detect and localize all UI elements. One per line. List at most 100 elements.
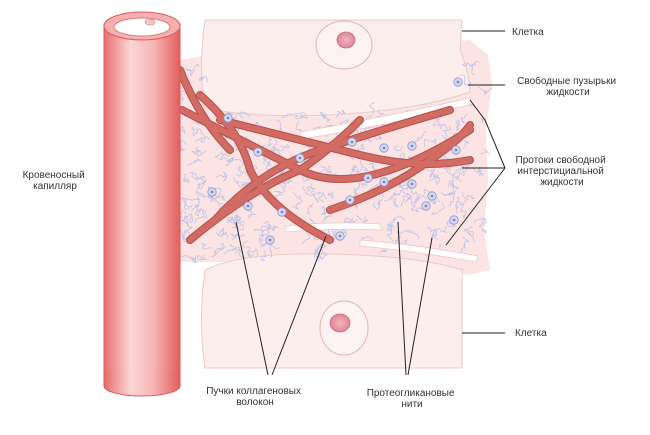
proteoglycan-filament	[335, 109, 346, 119]
fluid-vesicles	[207, 77, 463, 245]
fluid-vesicle-core	[410, 144, 414, 148]
proteoglycan-filament	[426, 227, 435, 241]
proteoglycan-filament	[413, 194, 428, 207]
proteoglycan-filament	[201, 243, 213, 250]
fluid-vesicle-core	[268, 238, 272, 242]
proteoglycan-filament	[460, 203, 467, 219]
proteoglycan-filament	[449, 181, 459, 190]
proteoglycan-filament	[462, 236, 470, 249]
proteoglycan-filament	[430, 228, 438, 241]
proteoglycan-filament	[466, 230, 476, 242]
proteoglycan-filament	[247, 248, 259, 258]
proteoglycan-filament	[368, 101, 375, 114]
proteoglycan-filament	[230, 233, 239, 241]
proteoglycan-filament	[455, 119, 461, 131]
proteoglycan-filament	[273, 183, 286, 194]
label-capillary: Кровеносный капилляр	[23, 170, 88, 192]
fluid-vesicle-core	[348, 198, 352, 202]
proteoglycan-filament	[195, 146, 202, 155]
proteoglycan-filament	[191, 149, 207, 157]
proteoglycan-filament	[215, 174, 227, 182]
leader-lines	[235, 30, 506, 376]
proteoglycan-filament	[404, 229, 420, 240]
proteoglycan-filament	[423, 138, 437, 148]
proteoglycan-filament	[356, 215, 368, 223]
proteoglycan-filament	[320, 165, 333, 174]
proteoglycan-filament	[236, 165, 243, 177]
proteoglycan-filament	[233, 216, 242, 226]
proteoglycan-filament	[295, 111, 308, 120]
proteoglycan-filament	[262, 157, 271, 165]
proteoglycan-filament	[432, 115, 442, 130]
proteoglycan-filament	[448, 193, 456, 206]
fluid-vesicle-core	[456, 80, 460, 84]
proteoglycan-filament	[435, 226, 447, 235]
proteoglycan-filament	[432, 175, 440, 186]
proteoglycan-filament	[453, 168, 462, 180]
fluid-vesicle-core	[226, 116, 230, 120]
proteoglycan-filament	[423, 165, 435, 175]
proteoglycan-filament	[389, 215, 405, 224]
proteoglycan-filament	[260, 221, 272, 236]
proteoglycan-filament	[247, 210, 257, 219]
proteoglycan-filament	[402, 191, 412, 202]
proteoglycan-filament	[215, 227, 225, 238]
proteoglycan-filament	[222, 171, 228, 179]
proteoglycan-filament	[292, 191, 304, 207]
proteoglycan-filament	[186, 63, 200, 72]
fluid-vesicle-core	[382, 146, 386, 150]
fluid-channel	[359, 239, 479, 263]
proteoglycan-filament	[291, 202, 301, 210]
proteoglycan-filament	[388, 223, 395, 231]
proteoglycan-filament	[480, 148, 490, 155]
proteoglycan-filament	[191, 204, 202, 213]
proteoglycan-filament	[429, 168, 439, 182]
proteoglycan-filament	[190, 255, 196, 264]
proteoglycan-filament	[301, 230, 311, 244]
proteoglycan-filament	[198, 75, 208, 83]
proteoglycan-filament	[271, 136, 281, 156]
proteoglycan-filament	[478, 166, 484, 177]
proteoglycan-filament	[269, 244, 280, 259]
proteoglycan-filament	[441, 125, 451, 140]
fluid-vesicle-core	[452, 218, 456, 222]
proteoglycan-filament	[195, 136, 210, 144]
proteoglycan-filament	[393, 145, 403, 151]
proteoglycan-filament	[431, 202, 445, 215]
proteoglycan-filament	[428, 199, 437, 206]
proteoglycan-filament	[445, 216, 456, 227]
fluid-vesicle-core	[454, 148, 458, 152]
proteoglycan-filament	[213, 246, 226, 256]
proteoglycan-filament	[472, 167, 482, 174]
fluid-vesicle-core	[210, 190, 214, 194]
proteoglycan-filament	[183, 198, 199, 210]
proteoglycan-filament	[207, 186, 222, 199]
proteoglycan-filament	[231, 223, 244, 231]
blood-capillary	[103, 11, 181, 397]
proteoglycan-filament	[479, 218, 487, 234]
proteoglycan-filament	[477, 86, 493, 96]
proteoglycan-filament	[319, 112, 326, 120]
fluid-vesicle-core	[430, 194, 434, 198]
fluid-vesicle-core	[256, 150, 260, 154]
proteoglycan-filament	[196, 184, 206, 197]
proteoglycan-filament	[194, 196, 200, 207]
proteoglycan-filament	[341, 217, 358, 225]
proteoglycan-filament	[462, 62, 477, 68]
proteoglycan-filament	[218, 151, 233, 163]
fluid-vesicle-core	[382, 180, 386, 184]
proteoglycan-filament	[411, 191, 420, 201]
proteoglycan-filament	[314, 168, 330, 179]
fluid-vesicle-core	[280, 210, 284, 214]
proteoglycan-filament	[386, 229, 394, 242]
fluid-vesicle-core	[366, 176, 370, 180]
proteoglycan-filament	[372, 200, 380, 210]
proteoglycan-filament	[235, 249, 246, 259]
fluid-vesicle-core	[424, 204, 428, 208]
bottom-cell-nucleus	[319, 300, 369, 356]
proteoglycan-filament	[314, 249, 330, 259]
proteoglycan-filament	[187, 157, 202, 166]
proteoglycan-filament	[196, 175, 206, 184]
proteoglycan-filament	[194, 210, 205, 224]
